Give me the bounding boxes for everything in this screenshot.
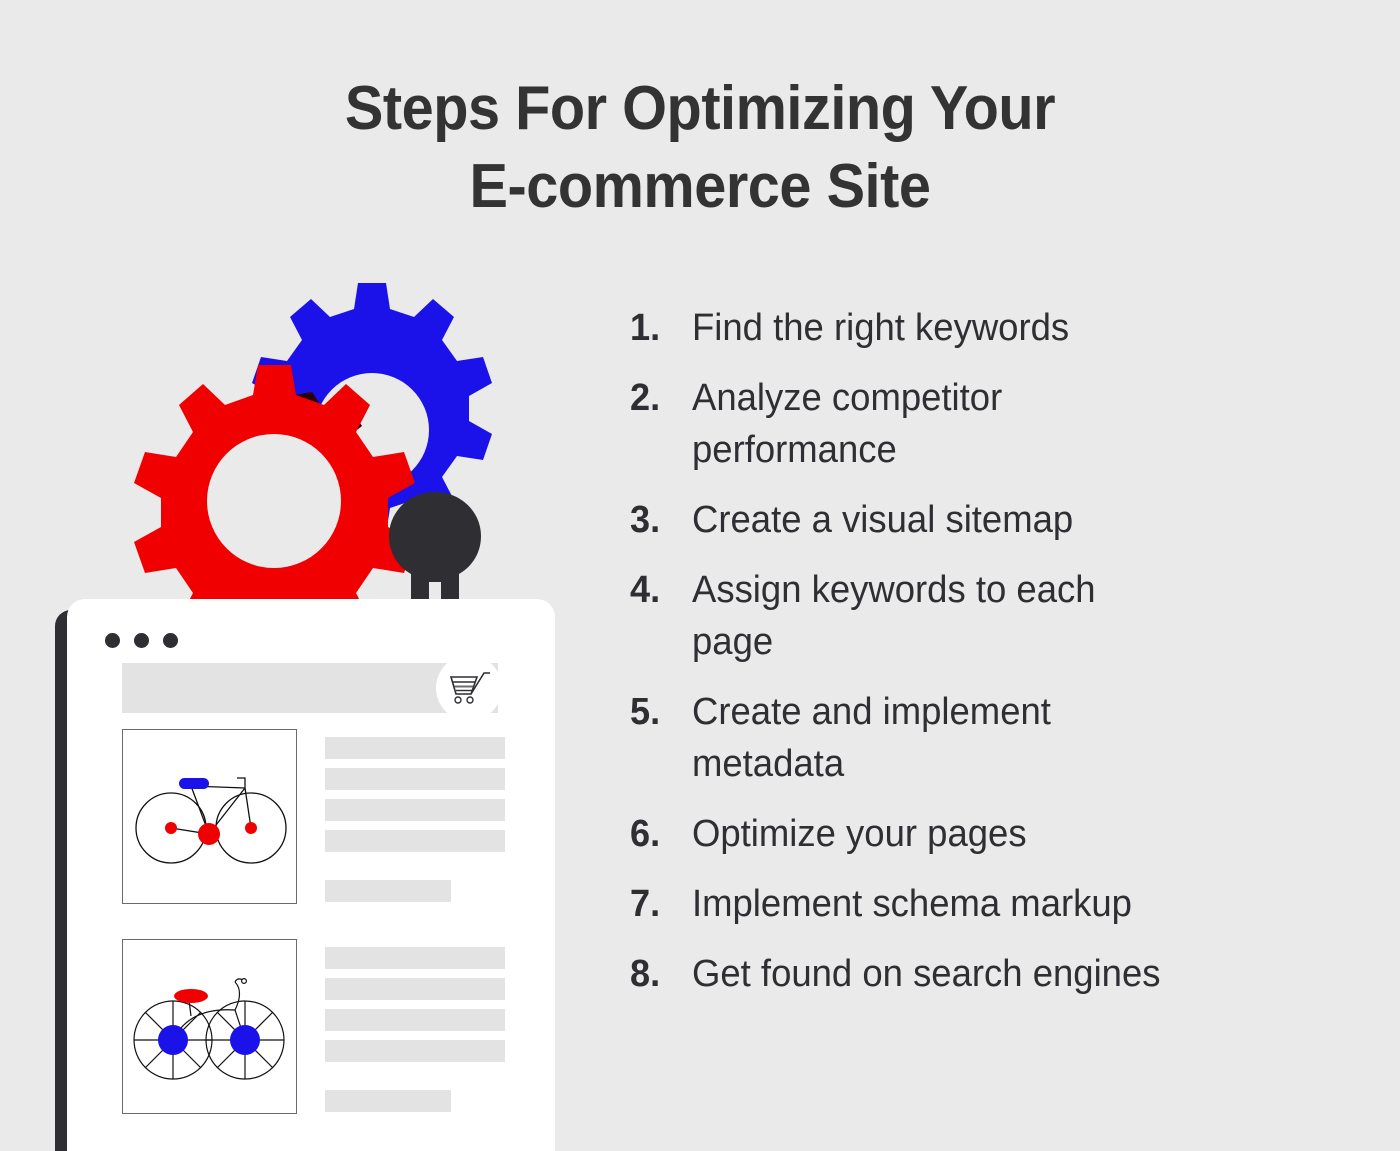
text-line-bar bbox=[325, 830, 505, 852]
page-title: Steps For Optimizing Your E-commerce Sit… bbox=[0, 70, 1400, 226]
list-item: 5. Create and implement metadata bbox=[630, 686, 1330, 790]
text-line-bar-short bbox=[325, 880, 451, 902]
title-line-2: E-commerce Site bbox=[469, 152, 931, 221]
window-dot-1 bbox=[105, 633, 120, 648]
list-item: 2. Analyze competitor performance bbox=[630, 372, 1330, 476]
browser-panel bbox=[67, 599, 555, 1151]
list-item: 7. Implement schema markup bbox=[630, 878, 1330, 930]
illustration-area bbox=[0, 270, 600, 1151]
step-label: Create and implement metadata bbox=[692, 691, 1051, 785]
product-row bbox=[122, 729, 505, 911]
list-item: 8. Get found on search engines bbox=[630, 948, 1330, 1000]
product-text-lines-2 bbox=[325, 939, 505, 1121]
step-label: Analyze competitor performance bbox=[692, 377, 1003, 471]
bicycle-illustration-1 bbox=[135, 777, 287, 864]
text-line-bar-short bbox=[325, 1090, 451, 1112]
product-row bbox=[122, 939, 505, 1121]
window-control-dots bbox=[105, 633, 178, 648]
window-dot-3 bbox=[163, 633, 178, 648]
list-item: 1. Find the right keywords bbox=[630, 302, 1330, 354]
step-number: 2. bbox=[630, 377, 661, 419]
product-image-1 bbox=[122, 729, 297, 904]
step-label: Optimize your pages bbox=[692, 813, 1027, 855]
step-number: 7. bbox=[630, 883, 661, 925]
text-line-bar bbox=[325, 799, 505, 821]
list-item: 6. Optimize your pages bbox=[630, 808, 1330, 860]
product-text-lines-1 bbox=[325, 729, 505, 911]
bike-seat-1 bbox=[179, 778, 209, 789]
text-line-bar bbox=[325, 1009, 505, 1031]
red-gear-hole bbox=[207, 434, 341, 568]
step-label: Assign keywords to each page bbox=[692, 569, 1096, 663]
red-gear bbox=[134, 365, 415, 600]
step-number: 8. bbox=[630, 953, 661, 995]
step-label: Get found on search engines bbox=[692, 953, 1161, 995]
list-item: 3. Create a visual sitemap bbox=[630, 494, 1330, 546]
text-line-bar bbox=[325, 737, 505, 759]
browser-window-mock bbox=[55, 590, 555, 1151]
step-number: 1. bbox=[630, 307, 661, 349]
site-navbar bbox=[122, 655, 502, 721]
step-label: Create a visual sitemap bbox=[692, 499, 1074, 541]
wrench-icon bbox=[389, 492, 481, 615]
step-number: 5. bbox=[630, 691, 661, 733]
product-image-2 bbox=[122, 939, 297, 1114]
bicycle-illustration-2 bbox=[133, 977, 285, 1080]
step-number: 3. bbox=[630, 499, 661, 541]
step-number: 6. bbox=[630, 813, 661, 855]
steps-list: 1. Find the right keywords 2. Analyze co… bbox=[630, 302, 1330, 1018]
title-line-1: Steps For Optimizing Your bbox=[344, 74, 1056, 143]
step-label: Implement schema markup bbox=[692, 883, 1132, 925]
text-line-bar bbox=[325, 768, 505, 790]
gears-group bbox=[134, 283, 492, 600]
text-line-bar bbox=[325, 947, 505, 969]
step-label: Find the right keywords bbox=[692, 307, 1070, 349]
window-dot-2 bbox=[134, 633, 149, 648]
list-item: 4. Assign keywords to each page bbox=[630, 564, 1330, 668]
cart-button[interactable] bbox=[436, 655, 502, 721]
text-line-bar bbox=[325, 1040, 505, 1062]
shopping-cart-icon bbox=[449, 672, 490, 704]
step-number: 4. bbox=[630, 569, 661, 611]
text-line-bar bbox=[325, 978, 505, 1000]
bike-seat-2 bbox=[174, 989, 208, 1003]
